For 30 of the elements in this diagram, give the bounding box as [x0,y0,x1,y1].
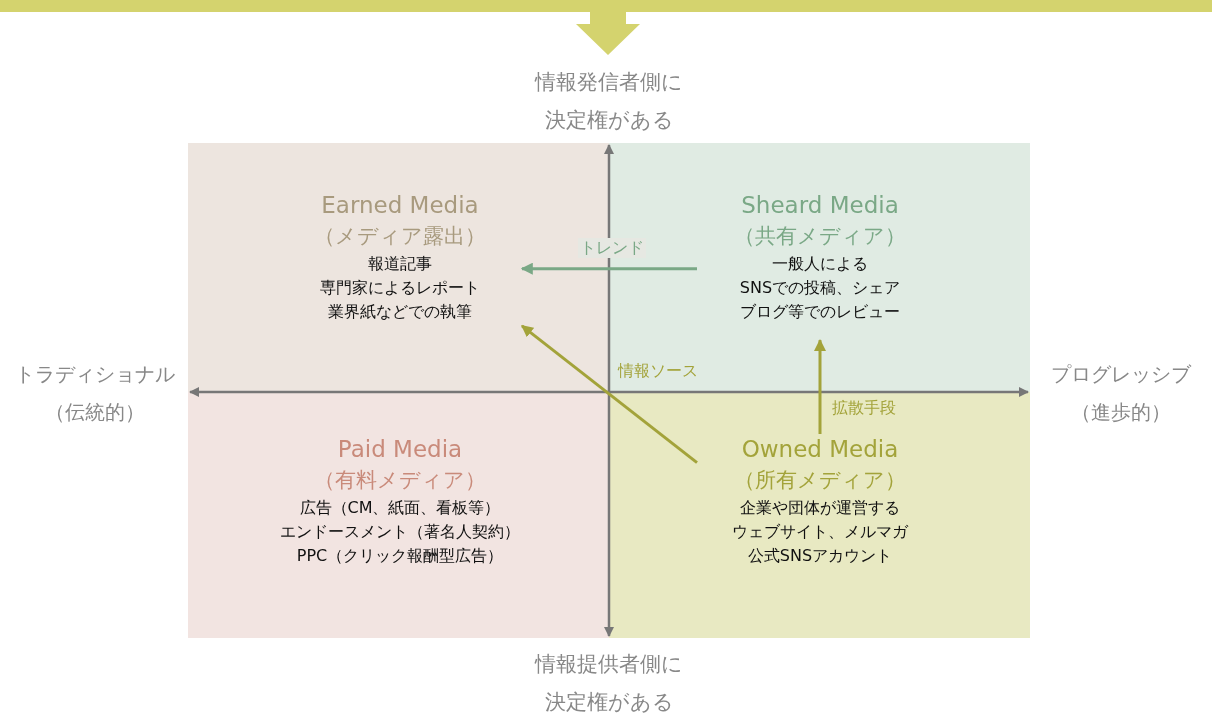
edge-label: 情報ソース [616,361,699,381]
media-subtitle: （共有メディア） [733,223,907,250]
description-text: PPC（クリック報酬型広告） [295,545,505,567]
media-heading: Owned Media [740,435,900,464]
description-text: ウェブサイト、メルマガ [731,521,910,543]
media-heading: Earned Media [320,191,480,220]
axis-label: 情報提供者側に決定権がある [534,651,684,713]
description-text: 報道記事 [367,253,433,275]
arrow [521,324,698,464]
description-text: 広告（CM、紙面、看板等） [298,497,502,519]
arrow [520,262,697,275]
media-subtitle: （メディア露出） [313,223,487,250]
media-subtitle: （所有メディア） [733,467,907,494]
description-text: エンドースメント（著名人契約） [279,521,521,543]
axis-label: 情報発信者側に決定権がある [534,69,684,134]
media-subtitle: （有料メディア） [313,467,487,494]
description-text: SNSでの投稿、シェア [738,277,902,299]
media-heading: Paid Media [336,435,464,464]
edge-label: トレンド [578,238,646,258]
description-text: 公式SNSアカウント [746,545,894,567]
axis-label: プログレッシブ（進歩的） [1050,361,1192,426]
description-text: 企業や団体が運営する [739,497,901,519]
description-text: 一般人による [771,253,869,275]
description-text: 業界紙などでの執筆 [327,301,473,323]
description-text: ブログ等でのレビュー [739,301,901,323]
axis-label: トラディショナル（伝統的） [14,361,176,426]
description-text: 専門家によるレポート [319,277,481,299]
media-heading: Sheard Media [740,191,900,220]
edge-label: 拡散手段 [831,398,897,418]
arrow [814,338,826,434]
